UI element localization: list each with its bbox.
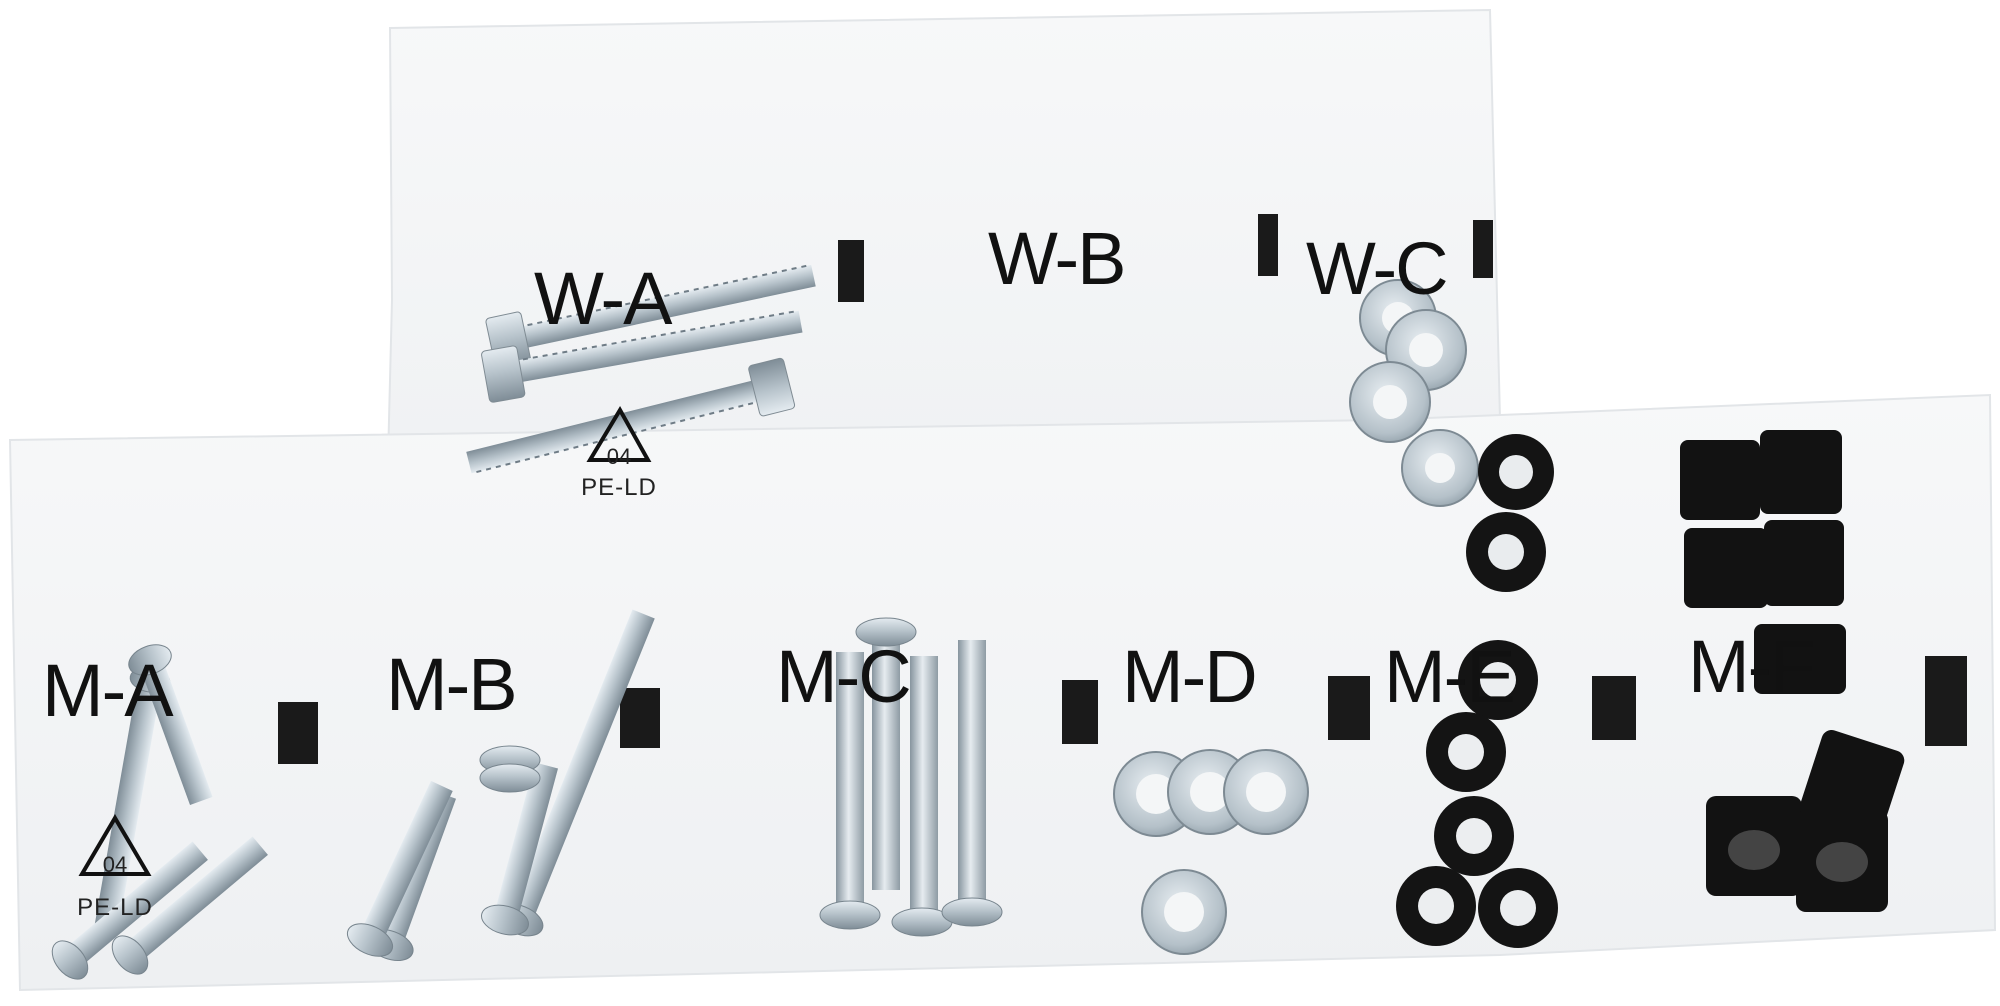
bag-label-w-a: W-A xyxy=(534,257,673,340)
recycling-code: 04 xyxy=(102,852,128,877)
m-e-rings xyxy=(1396,640,1558,948)
bag-label-m-e: M-E xyxy=(1384,635,1516,718)
lag-screws xyxy=(466,263,816,475)
m-a-screws xyxy=(51,644,268,980)
recycling-mark-w: 04 PE-LD xyxy=(559,404,679,514)
bag-label-w-c: W-C xyxy=(1306,227,1449,310)
m-c-screws xyxy=(819,617,1003,937)
bag-label-w-b: W-B xyxy=(988,217,1127,300)
bag-label-m-c: M-C xyxy=(776,635,912,718)
recycle-triangle-2 xyxy=(78,814,152,876)
m-f-spacers xyxy=(1680,430,1905,912)
bag-label-m-b: M-B xyxy=(386,643,518,726)
seal-marks xyxy=(278,214,1967,764)
recycling-material: PE-LD xyxy=(77,894,153,921)
recycling-mark-m: 04 PE-LD xyxy=(55,812,175,922)
w-c-washers xyxy=(1349,279,1554,592)
bag-label-m-d: M-D xyxy=(1122,635,1258,718)
m-d-washers xyxy=(1113,749,1309,955)
m-b-screws xyxy=(346,609,655,962)
bag-label-m-a: M-A xyxy=(42,649,174,732)
recycling-material: PE-LD xyxy=(581,474,657,501)
recycle-triangle-1 xyxy=(586,406,652,462)
bag-label-m-f: M-F xyxy=(1688,625,1815,708)
recycling-code: 04 xyxy=(606,444,632,469)
